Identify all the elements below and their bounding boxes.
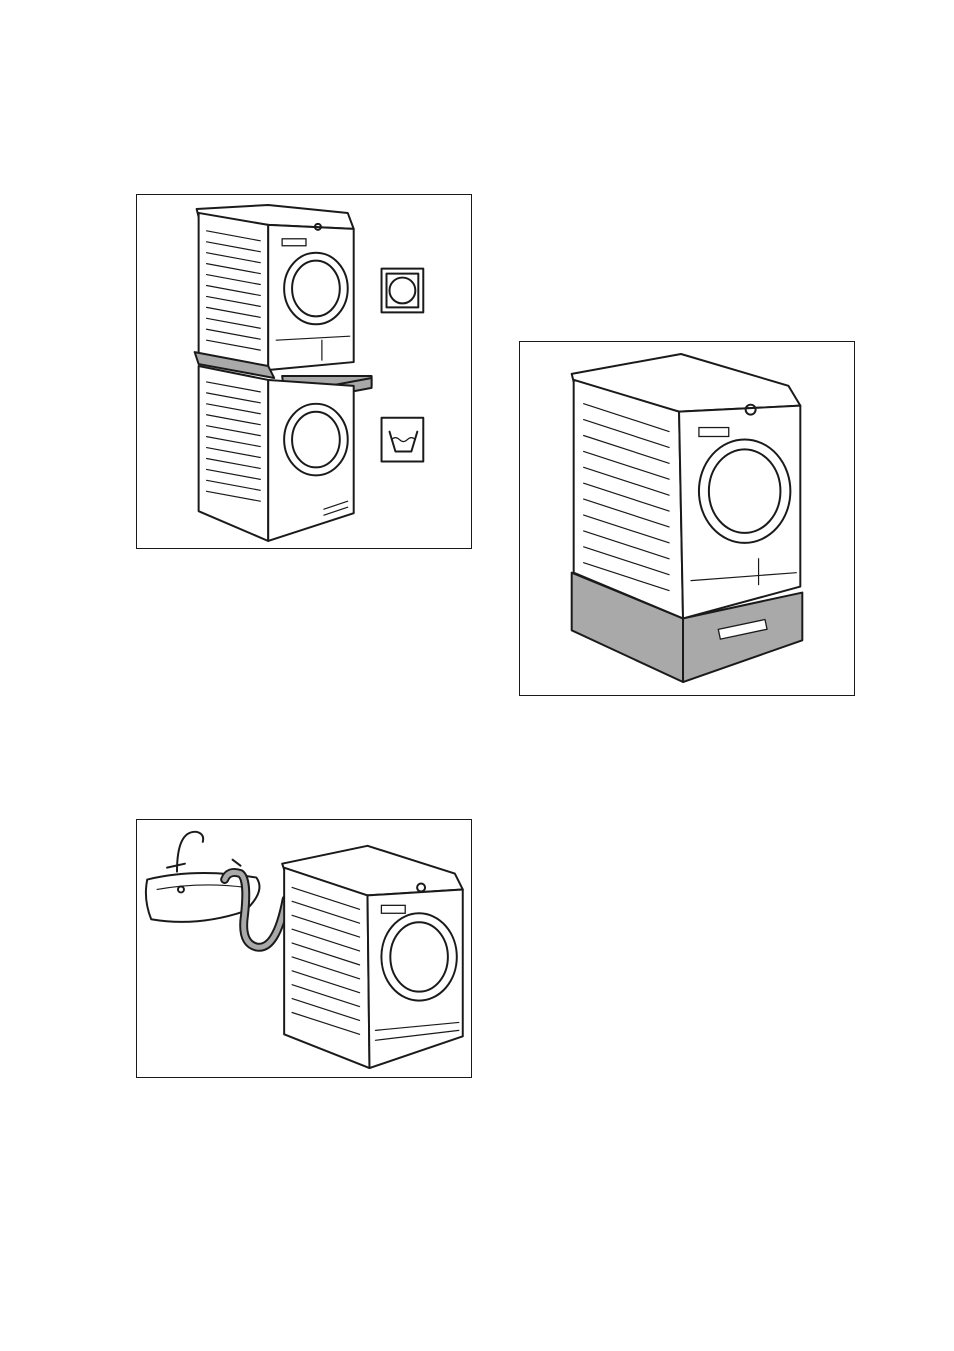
pedestal-figure	[519, 341, 855, 696]
dryer-unit	[197, 205, 354, 370]
pedestal-illustration	[520, 342, 854, 695]
washing-care-icon	[382, 418, 424, 462]
dryer-unit	[282, 846, 463, 1068]
stacking-kit-figure	[136, 194, 472, 549]
sink-drain-illustration	[137, 820, 471, 1077]
washer-unit	[199, 366, 354, 541]
stacking-kit-illustration	[137, 195, 471, 548]
dryer-care-icon	[382, 269, 424, 313]
sink-drain-figure	[136, 819, 472, 1078]
dryer-unit	[572, 354, 801, 618]
